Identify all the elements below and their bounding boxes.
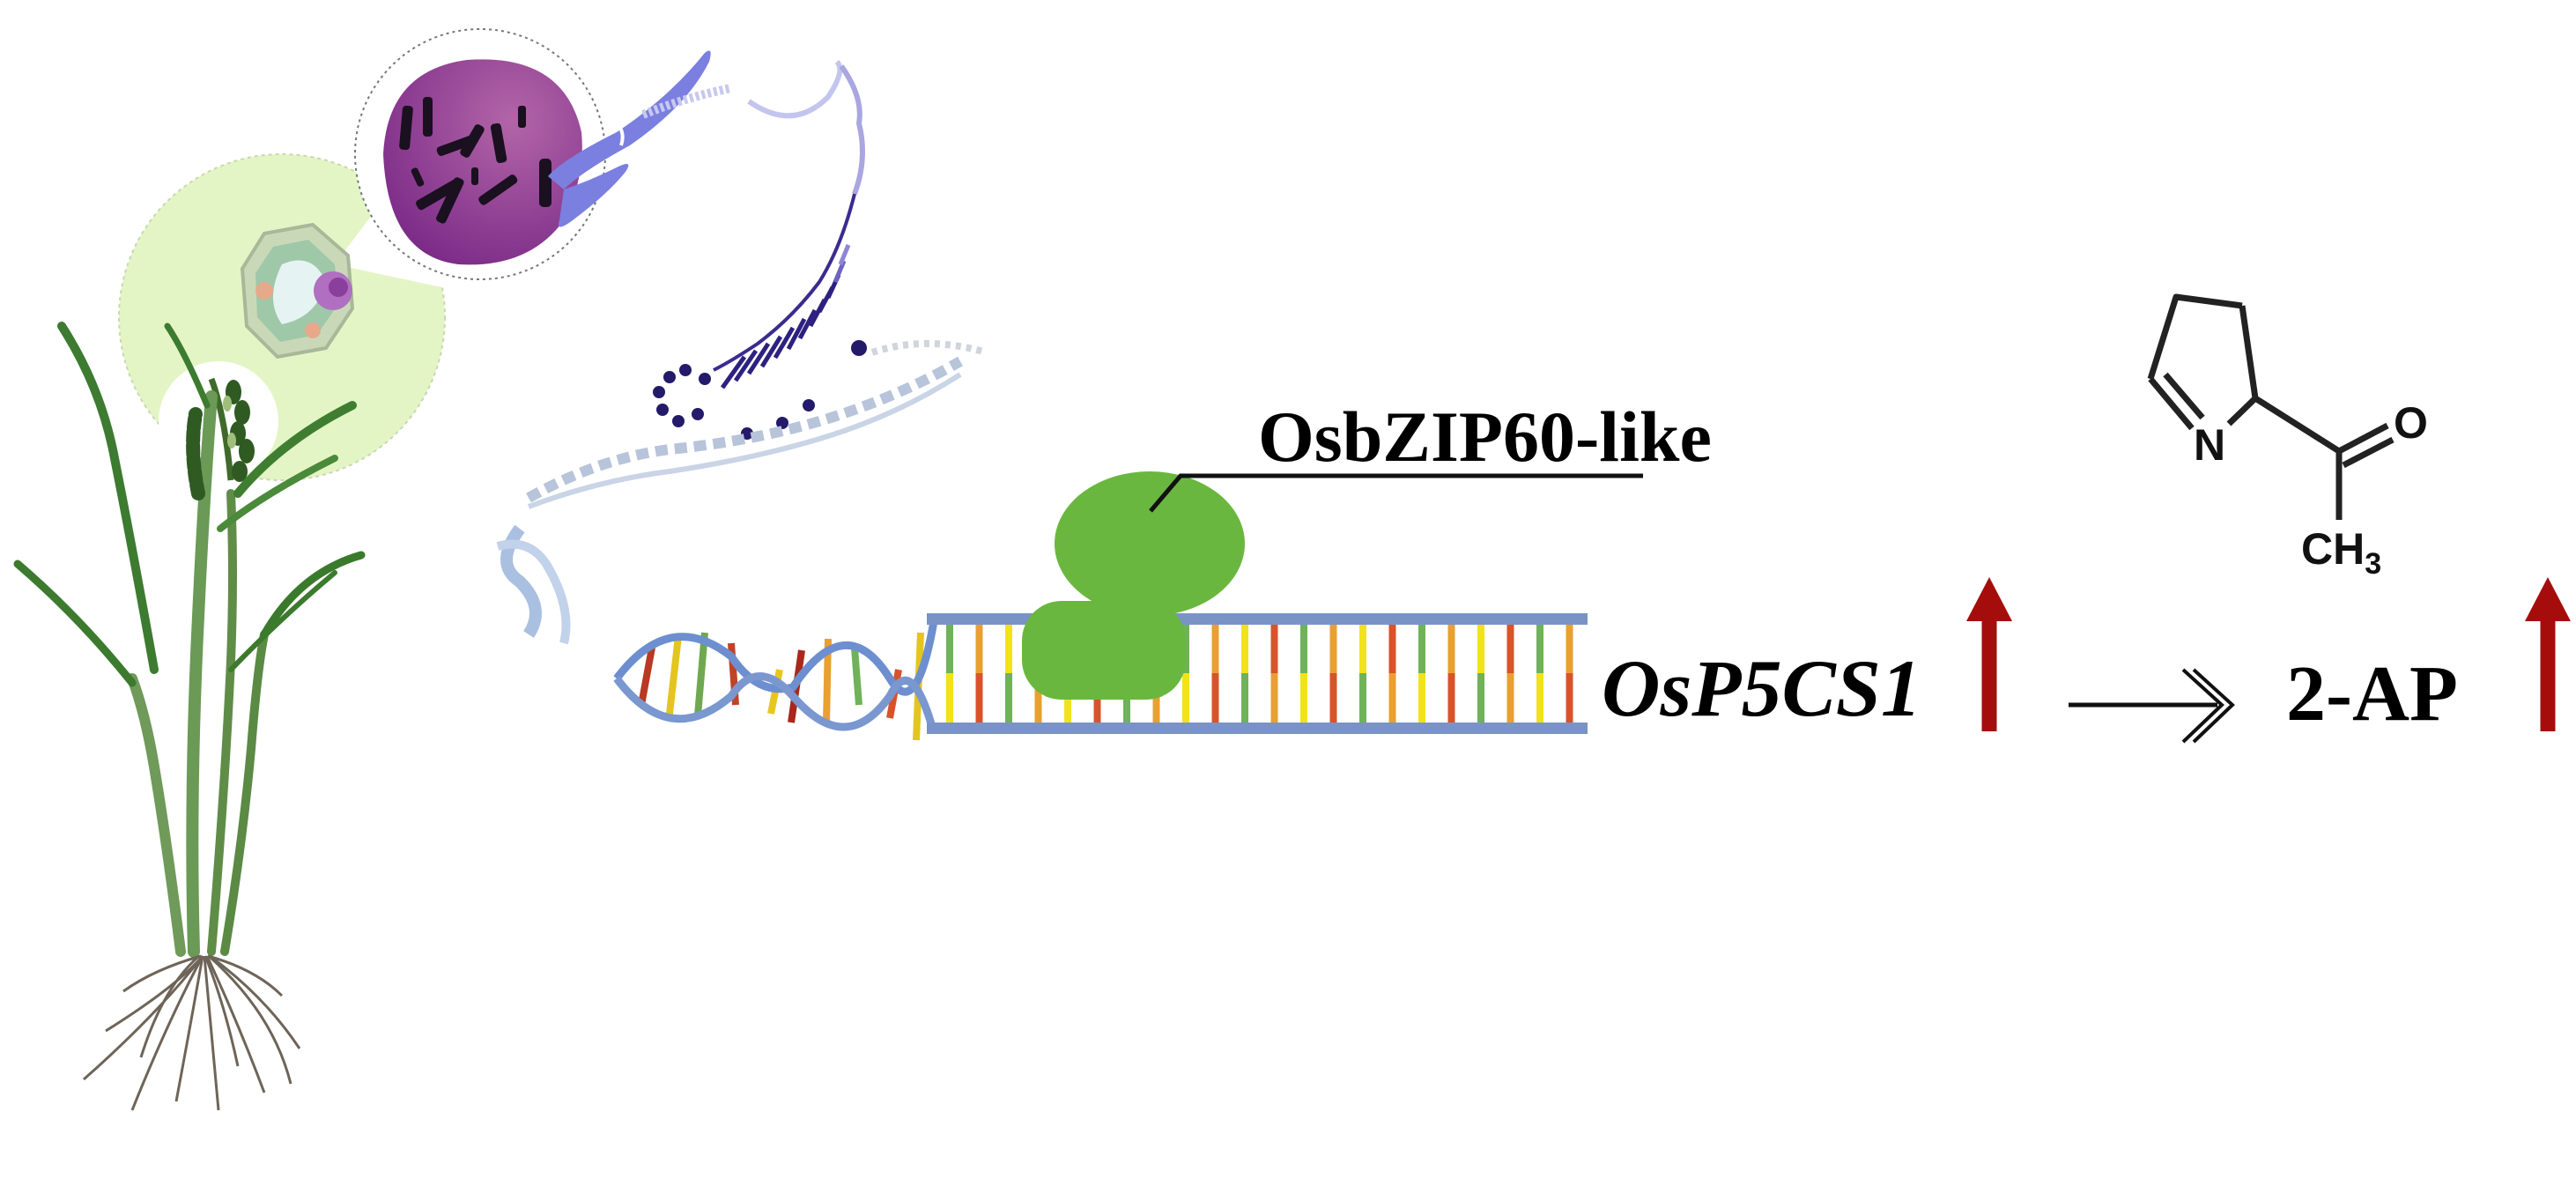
conversion-arrow-icon — [2069, 668, 2235, 744]
methyl-subscript: 3 — [2365, 547, 2382, 581]
protein-label-leader-line — [1149, 473, 1643, 513]
chromosomes-icon — [399, 97, 551, 224]
chromatin-unwinding-icon — [526, 59, 988, 509]
roots-icon — [83, 954, 301, 1111]
protein-label: OsbZIP60-like — [1258, 397, 1712, 477]
methyl-group: CH3 — [2301, 527, 2381, 579]
plant-cell-icon — [240, 222, 355, 360]
rice-plant-icon — [13, 322, 366, 1111]
atom-nitrogen: N — [2194, 420, 2226, 470]
gene-label: OsP5CS1 — [1602, 643, 1921, 733]
product-upregulated-arrow-icon — [2525, 577, 2571, 731]
nucleus-zoom-circle — [354, 28, 606, 280]
product-label: 2-AP — [2286, 650, 2458, 738]
plant-cell-circle — [118, 153, 458, 482]
atom-oxygen: O — [2394, 398, 2428, 448]
2-ap-molecule-structure — [2147, 293, 2395, 520]
gene-upregulated-arrow-icon — [1966, 577, 2012, 731]
chromosome-icon — [548, 50, 711, 227]
dna-double-helix-icon — [496, 524, 938, 741]
methyl-ch: CH — [2301, 524, 2365, 574]
osbzip60-like-protein-icon — [1022, 471, 1245, 700]
